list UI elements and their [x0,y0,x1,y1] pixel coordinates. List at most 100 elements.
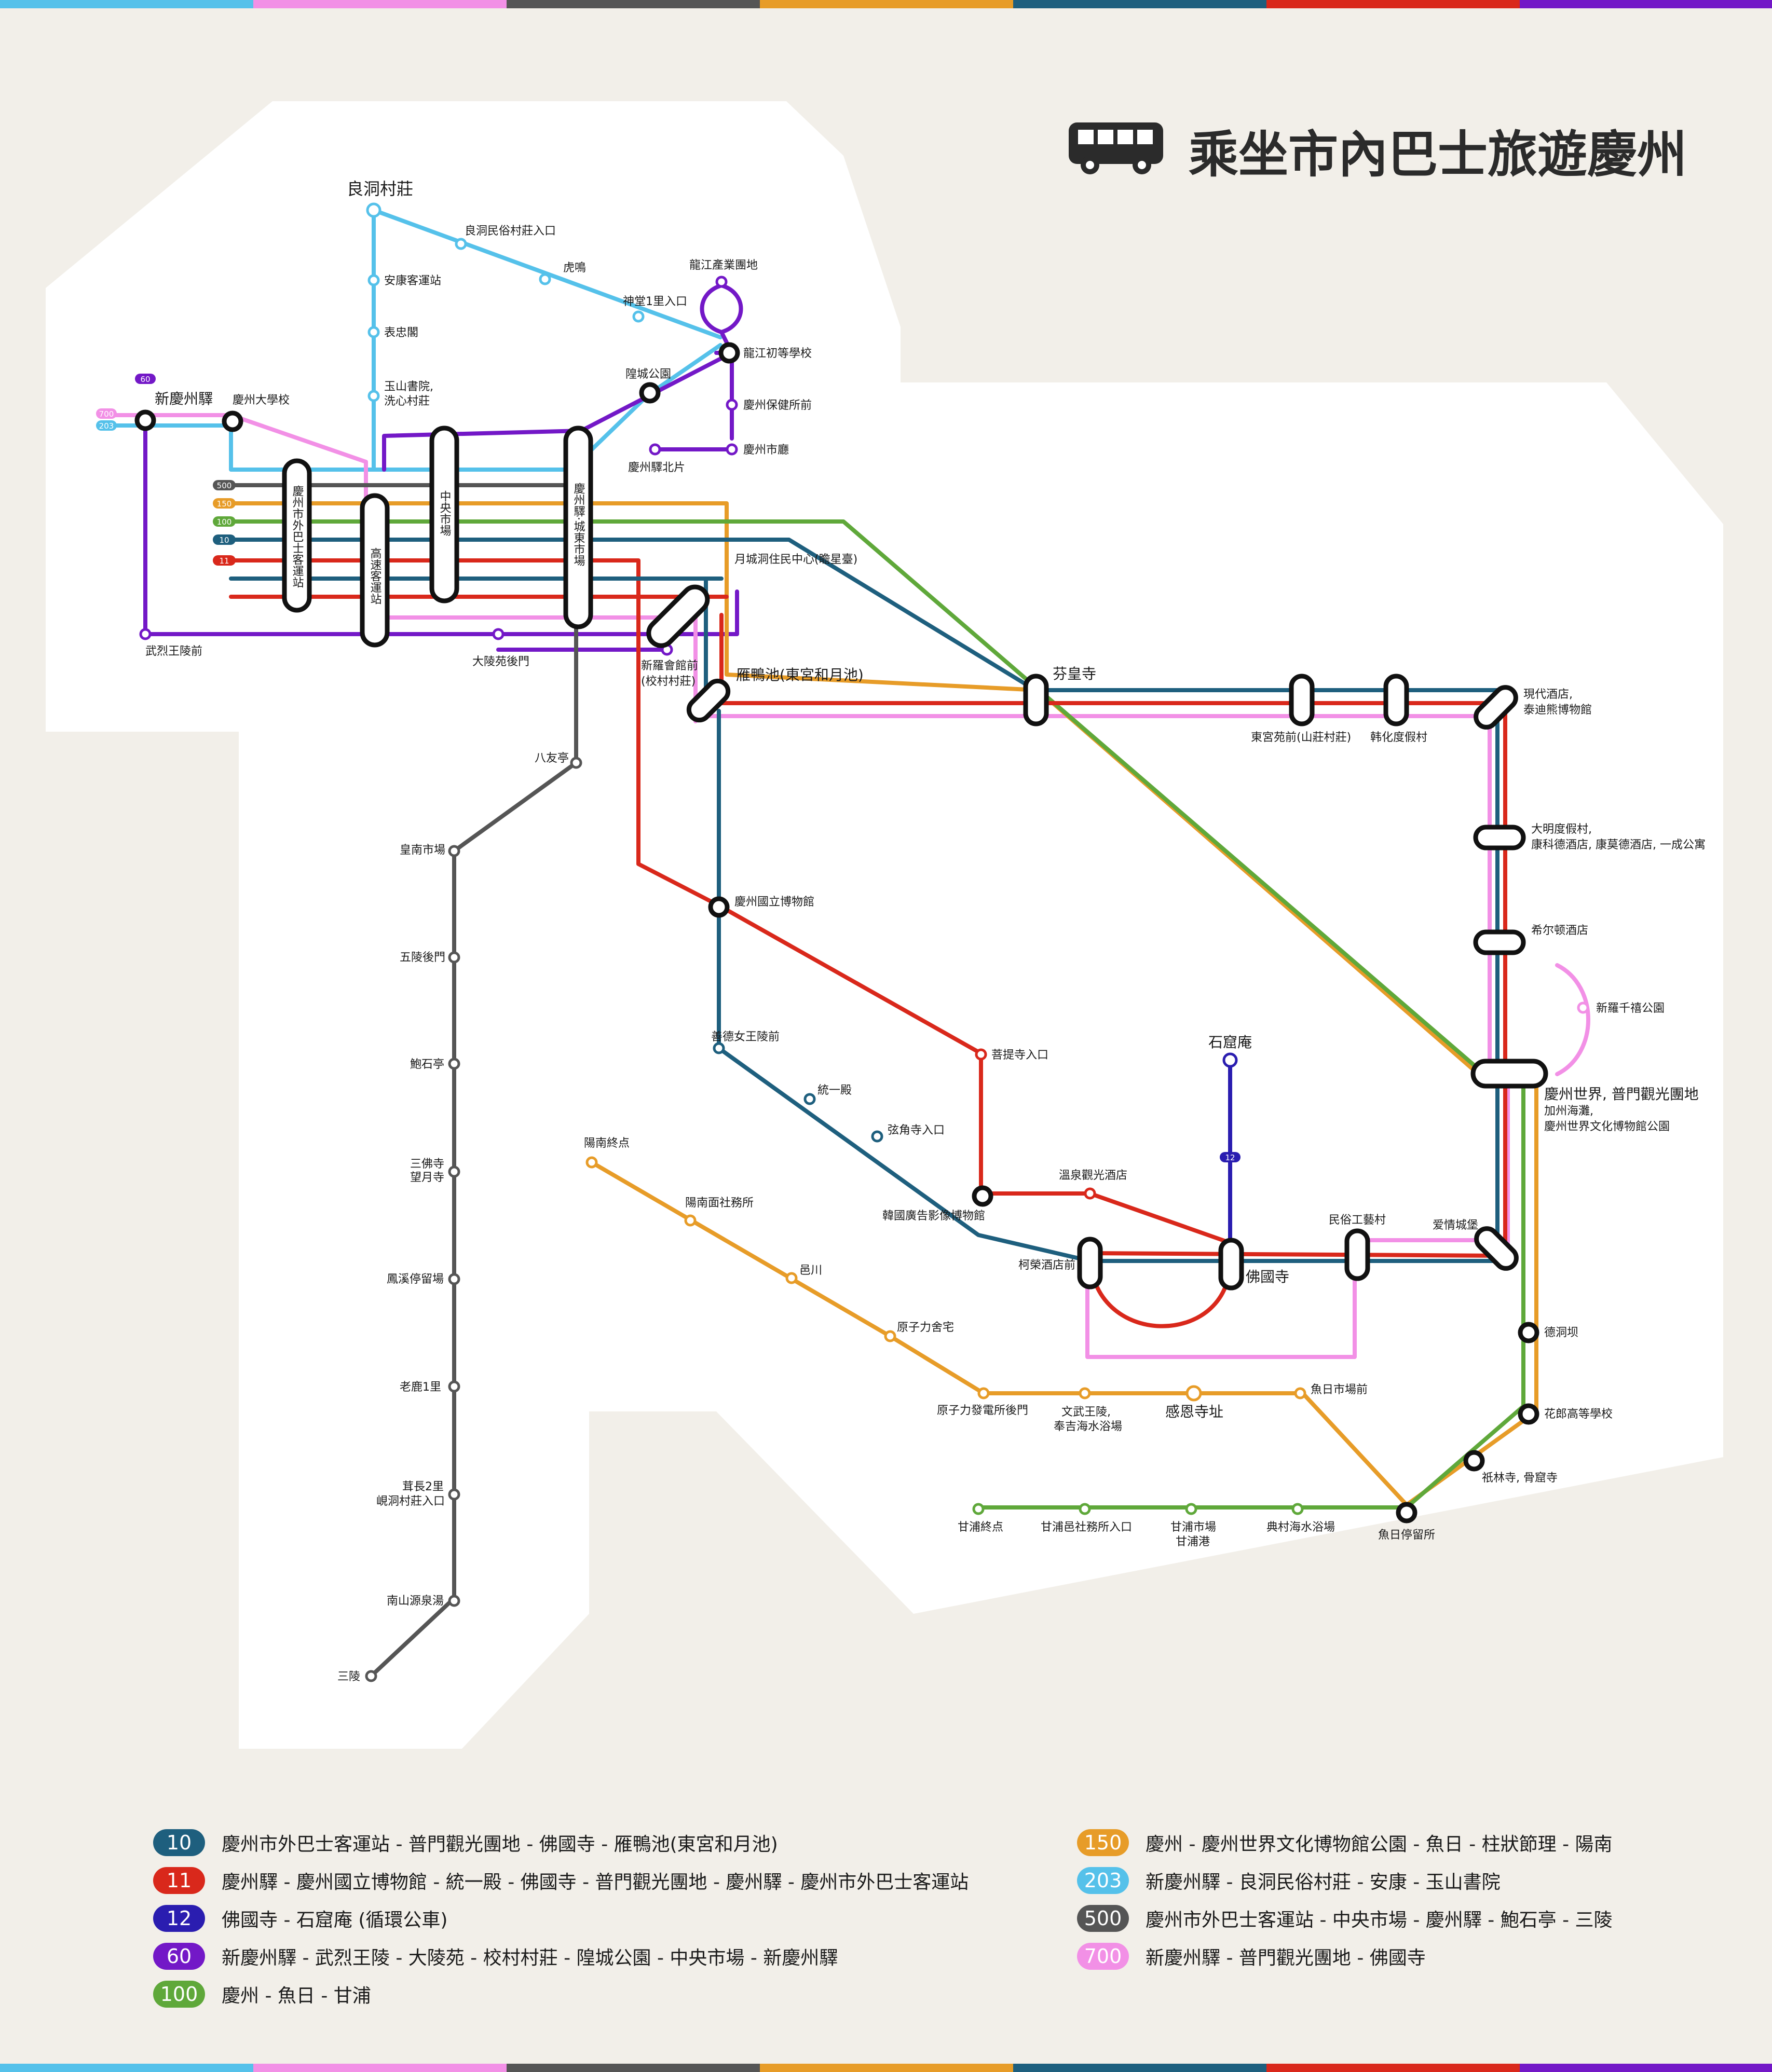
label-nuclear-gate: 原子力發電所後門 [937,1404,1028,1417]
label-palu: 八友亭 [535,752,569,765]
label-boriisa: 菩提寺入口 [991,1049,1048,1062]
map-land-area [46,101,1723,1749]
label-spa: 溫泉觀光酒店 [1059,1169,1127,1182]
label-sambul2: 望月寺 [410,1171,444,1184]
label-sindang: 神堂1里入口 [623,295,687,308]
label-pyochung: 表忠閣 [384,326,418,339]
route-500-line [229,483,578,1678]
label-donggung: 東宮苑前(山莊村莊) [1251,731,1351,744]
label-anapji: 雁鴨池(東宮和月池) [736,666,864,683]
label-yonggye: 鳳溪停留場 [387,1273,444,1286]
label-yangdong-folk: 良洞民俗村莊入口 [465,225,556,238]
tag-500: 500 [217,481,232,490]
label-hyundai2: 泰迪熊博物館 [1523,704,1592,717]
label-silla: 新羅會館前 [641,660,698,673]
label-hwangnam: 皇南市場 [400,844,445,857]
label-yangnam-office: 陽南面社務所 [685,1197,754,1210]
label-express: 高速客運站 [369,547,382,605]
route-tags: 60 700 203 500 150 100 10 11 12 [96,374,1241,1162]
label-samneung: 三陵 [337,1670,360,1683]
label-seokguram: 石窟庵 [1208,1034,1252,1051]
label-deokdong: 德洞坝 [1544,1326,1578,1339]
label-gampo-market: 甘浦市場 [1170,1521,1216,1534]
label-hilton: 希尔顿酒店 [1531,924,1588,937]
label-kolon: 柯榮酒店前 [1018,1259,1075,1272]
tag-10: 10 [219,536,229,545]
route-11-line [229,558,1507,1328]
label-poseok: 鮑石亭 [410,1058,444,1071]
label-bunhwang: 芬皇寺 [1053,665,1096,682]
label-eoil-market: 魚日市場前 [1311,1383,1368,1396]
label-ongak: 弦角寺入口 [888,1124,945,1137]
tag-203: 203 [99,421,114,431]
label-tongil: 統一殿 [817,1084,852,1097]
label-hwarang: 花郎高等學校 [1544,1408,1613,1421]
label-woljeong: 月城洞住民中心(瞻星臺) [734,553,857,566]
map-title: 乘坐市內巴士旅遊慶州 [1189,126,1687,184]
label-expo2: 加州海灘, [1544,1105,1593,1118]
label-yonggang-ind: 龍江產業團地 [689,259,758,272]
label-munmu: 文武王陵, [1061,1406,1111,1419]
route-60-line [143,283,743,652]
label-oreung: 五陵後門 [400,951,445,964]
label-city-hall: 慶州市廳 [743,444,789,457]
station-labels: 良洞村莊 良洞民俗村莊入口 虎鳴 神堂1里入口 龍江產業團地 龍江初等學校 隍城… [145,179,1706,1683]
label-minsok: 民俗工藝村 [1329,1214,1386,1227]
label-yonggang-elem: 龍江初等學校 [743,347,812,360]
label-oksan: 玉山書院, [384,380,433,393]
label-eupcheon: 邑川 [799,1264,822,1277]
label-hanwha: 韩化度假村 [1370,731,1427,744]
terminal-vertical-labels: 慶州市外巴士客運站 高速客運站 中央市場 慶州驛·城東市場 [291,483,585,605]
bottom-color-stripe [0,2064,1772,2072]
stop-markers [139,202,1589,1682]
label-central-market: 中央市場 [438,490,452,536]
label-gampo-end: 甘浦終点 [958,1521,1003,1534]
label-daereungwon: 大陵苑後門 [472,655,529,668]
label-ad-museum: 韓國廣告影像博物館 [882,1210,985,1223]
label-museum: 慶州國立博物館 [734,896,814,909]
label-ankang: 安康客運站 [384,275,441,287]
label-gampo-office: 甘浦邑社務所入口 [1041,1521,1132,1534]
label-yangdong: 良洞村莊 [347,179,413,199]
label-univ: 慶州大學校 [233,394,290,407]
tag-700: 700 [99,409,114,419]
tag-11: 11 [219,556,229,566]
label-expo: 慶州世界, 普門觀光團地 [1544,1086,1699,1103]
tag-60: 60 [140,375,150,384]
label-yangnam-end: 陽南終点 [584,1137,630,1150]
label-expo3: 慶州世界文化博物館公園 [1544,1120,1670,1133]
label-hwangseong-park: 隍城公園 [625,368,671,381]
label-daemyung: 大明度假村, [1531,823,1592,836]
label-gameun: 感恩寺址 [1165,1403,1223,1420]
label-silla2: (校村村莊) [641,675,696,688]
label-namsan: 南山源泉湯 [387,1595,444,1608]
label-station-north: 慶州驛北片 [628,461,685,474]
label-sambul: 三佛寺 [410,1158,444,1171]
label-gampo-port: 甘浦港 [1176,1535,1210,1548]
label-new-station: 新慶州驛 [155,390,213,407]
label-nogok: 老鹿1里 [400,1381,441,1394]
label-oksan2: 洗心村莊 [384,395,430,408]
label-eoil-terminal: 魚日停留所 [1378,1529,1435,1542]
label-bulguksa: 佛國寺 [1246,1268,1289,1285]
label-hyundai: 現代酒店, [1523,688,1573,701]
tag-150: 150 [217,499,232,509]
tag-100: 100 [217,517,232,527]
label-hogok: 虎鳴 [563,262,586,275]
label-munmu2: 奉吉海水浴場 [1054,1420,1122,1433]
label-muyeol: 武烈王陵前 [145,645,202,658]
label-girim: 祇林寺, 骨窟寺 [1482,1472,1558,1485]
label-seondeok: 善德女王陵前 [711,1031,780,1044]
tag-12: 12 [1225,1153,1235,1162]
label-yongjang2: 峴洞村莊入口 [376,1495,445,1508]
label-castle: 爱情城堡 [1433,1219,1478,1232]
label-intercity: 慶州市外巴士客運站 [291,485,304,588]
label-jeonchon: 典村海水浴場 [1266,1521,1335,1534]
label-daemyung2: 康科德酒店, 康莫德酒店, 一成公寓 [1531,839,1706,852]
label-cheonnyeon: 新羅千禧公園 [1596,1002,1665,1015]
transfer-stations [134,342,1548,1524]
label-station-market: 慶州驛·城東市場 [572,483,585,566]
top-color-stripe [0,0,1772,8]
